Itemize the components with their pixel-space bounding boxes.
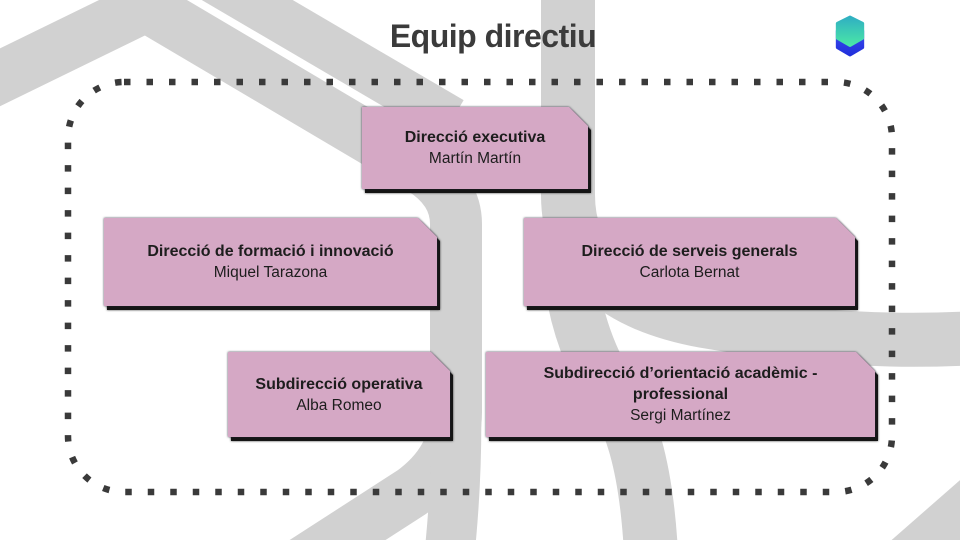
org-node-person: Sergi Martínez — [630, 407, 731, 424]
org-node-role: Direcció de serveis generals — [581, 243, 798, 260]
org-node-direccio-executiva: Direcció executiva Martín Martín — [362, 107, 588, 189]
org-node-person: Alba Romeo — [296, 396, 382, 414]
org-node-shape: Direcció de serveis generals Carlota Ber… — [524, 218, 855, 306]
hexagon-gem-icon — [835, 15, 865, 57]
org-node-person: Carlota Bernat — [639, 264, 740, 281]
org-node-subdireccio-operativa: Subdirecció operativa Alba Romeo — [228, 352, 450, 437]
org-node-person: Miquel Tarazona — [213, 264, 328, 281]
road-segment — [425, 394, 482, 540]
org-node-shape: Subdirecció operativa Alba Romeo — [228, 352, 450, 437]
org-node-shape: Direcció executiva Martín Martín — [362, 107, 588, 189]
org-node-person: Martín Martín — [428, 150, 522, 167]
org-node-direccio-formacio-innovacio: Direcció de formació i innovació Miquel … — [104, 218, 437, 306]
road-segment — [891, 480, 960, 540]
page-title: Equip directiu — [389, 18, 597, 54]
org-node-shape: Subdirecció d’orientació acadèmic - prof… — [486, 352, 875, 437]
org-node-role: Direcció de formació i innovació — [147, 243, 394, 260]
org-node-role: Direcció executiva — [404, 129, 546, 146]
org-node-direccio-serveis-generals: Direcció de serveis generals Carlota Ber… — [524, 218, 855, 306]
road-segment — [201, 0, 464, 140]
org-node-subdireccio-orientacio: Subdirecció d’orientació acadèmic - prof… — [486, 352, 875, 437]
org-node-shape: Direcció de formació i innovació Miquel … — [104, 218, 437, 306]
org-node-role: Subdirecció d’orientació acadèmic - prof… — [543, 365, 818, 403]
org-node-role: Subdirecció operativa — [255, 375, 423, 393]
